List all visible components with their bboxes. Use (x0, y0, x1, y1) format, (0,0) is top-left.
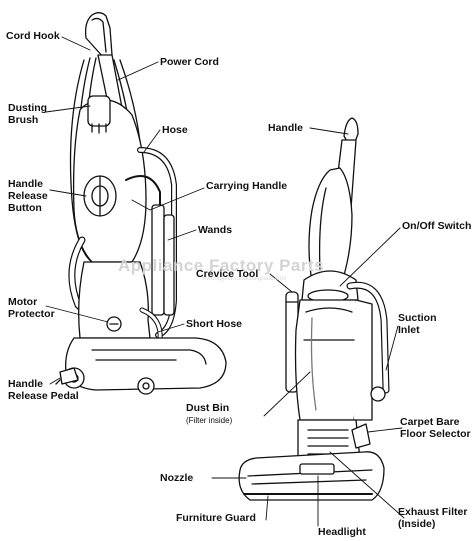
label-dusting-brush: Dusting Brush (8, 102, 48, 126)
label-hose: Hose (162, 124, 188, 136)
label-short-hose: Short Hose (186, 318, 243, 330)
label-wands: Wands (198, 224, 233, 236)
label-cord-hook: Cord Hook (6, 30, 60, 42)
label-crevice-tool: Crevice Tool (196, 268, 259, 280)
label-headlight: Headlight (318, 526, 366, 538)
label-handle: Handle (268, 122, 304, 134)
label-nozzle: Nozzle (160, 472, 194, 484)
label-on-off-switch: On/Off Switch (402, 220, 472, 232)
label-dust-bin: Dust Bin (186, 402, 230, 414)
label-handle-release-pedal: Handle Release Pedal (8, 378, 79, 402)
label-furniture-guard: Furniture Guard (176, 512, 256, 524)
watermark: Appliance Factory Parts (118, 256, 325, 275)
left-vacuum (55, 12, 227, 395)
leader-lines (45, 36, 405, 527)
label-exhaust-filter: Exhaust Filter (Inside) (398, 506, 468, 530)
label-suction-inlet: Suction Inlet (398, 312, 437, 336)
label-dust-bin-note: (Filter inside) (186, 416, 233, 425)
label-power-cord: Power Cord (160, 56, 219, 68)
label-handle-release-button: Handle Release Button (8, 178, 48, 214)
right-vacuum (238, 117, 390, 501)
label-carrying-handle: Carrying Handle (206, 180, 288, 192)
label-motor-protector: Motor Protector (8, 296, 55, 320)
label-carpet-bare-floor-selector: Carpet Bare Floor Selector (400, 416, 471, 440)
watermark-url: www.appliancefactoryparts.com (202, 276, 287, 282)
